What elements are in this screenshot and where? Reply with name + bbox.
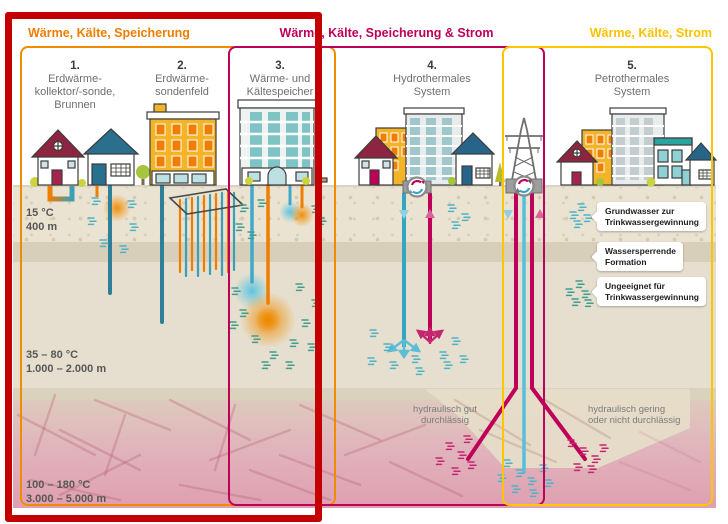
annotation-line: hydraulisch gering — [588, 404, 666, 415]
legend-line: Trinkwassergewinnung — [605, 291, 699, 302]
group-box-heat-cold-storage — [20, 46, 336, 506]
system-title-line: Wärme- und — [249, 73, 311, 85]
aquifer-wedge — [425, 389, 690, 468]
system-title-line: System — [613, 86, 651, 98]
system-number: 3. — [275, 60, 285, 72]
system-number: 2. — [177, 60, 187, 72]
system-title-line: Kältespeicher — [246, 86, 314, 98]
temperature-value: 100 – 180 °C — [26, 479, 91, 491]
heat-plume-shallow — [290, 203, 314, 227]
system-title-line: System — [413, 86, 451, 98]
system-title-2: 2. Erdwärme- sondenfeld — [132, 60, 232, 99]
ground-layer-aquitard — [13, 242, 716, 262]
fracture-lines — [16, 393, 702, 502]
system-title-5: 5. Petrothermales System — [572, 60, 692, 99]
system-title-line: sondenfeld — [155, 86, 209, 98]
annotation-impermeable: hydraulisch gering oder nicht durchlässi… — [588, 404, 698, 426]
system-title-line: Petrothermales — [594, 73, 670, 85]
depth-label-shallow: 15 °C 400 m — [26, 207, 57, 234]
header-yellow: Wärme, Kälte, Strom — [589, 26, 712, 40]
annotation-line: oder nicht durchlässig — [588, 415, 681, 426]
temperature-value: 35 – 80 °C — [26, 349, 79, 361]
depth-value: 3.000 – 5.000 m — [26, 492, 107, 505]
city-cluster-icon-5 — [555, 107, 718, 187]
system-number: 1. — [70, 60, 80, 72]
hydrothermal-pipes — [386, 193, 445, 360]
heat-plume-core — [255, 307, 281, 333]
house-icon-1 — [30, 129, 86, 187]
system-title-line: Hydrothermales — [393, 73, 471, 85]
system-title-3: 3. Wärme- und Kältespeicher — [230, 60, 330, 99]
temperature-value: 15 °C — [26, 207, 54, 219]
depth-label-deep: 100 – 180 °C 3.000 – 5.000 m — [26, 479, 106, 506]
group-box-heat-cold-power — [502, 46, 713, 506]
header-magenta: Wärme, Kälte, Speicherung & Strom — [279, 26, 494, 40]
heat-exchanger-pump-icon — [402, 176, 432, 198]
legend-unsuitable-water: Ungeeignet für Trinkwassergewinnung — [597, 277, 706, 306]
system-title-line: Erdwärme- — [48, 73, 102, 85]
system-title-line: Brunnen — [54, 99, 96, 111]
legend-groundwater: Grundwasser zur Trinkwassergewinnung — [597, 202, 706, 231]
legend-line: Wassersperrende — [605, 246, 677, 256]
system-title-4: 4. Hydrothermales System — [372, 60, 492, 99]
glass-building-icon — [237, 99, 328, 186]
legend-line: Trinkwassergewinnung — [605, 216, 699, 227]
annotation-line: hydraulisch gut — [413, 404, 477, 415]
system-title-1: 1. Erdwärme- kollektor/-sonde, Brunnen — [18, 60, 132, 112]
system-title-line: kollektor/-sonde, — [34, 86, 116, 98]
system-title-line: Erdwärme- — [155, 73, 209, 85]
city-cluster-icon-4 — [353, 107, 496, 186]
legend-line: Formation — [605, 256, 647, 267]
annotation-line: durchlässig — [420, 415, 470, 426]
petrothermal-pipes — [466, 193, 587, 473]
highlight-rectangle — [5, 12, 322, 522]
annotation-permeable: hydraulisch gut durchlässig — [385, 404, 505, 426]
storage-pipes — [250, 184, 304, 305]
header-orange: Wärme, Kälte, Speicherung — [28, 26, 190, 40]
apartment-building-icon — [146, 103, 220, 186]
depth-label-middle: 35 – 80 °C 1.000 – 2.000 m — [26, 349, 106, 376]
legend-line: Grundwasser zur — [605, 206, 675, 216]
depth-value: 400 m — [26, 220, 58, 233]
depth-value: 1.000 – 2.000 m — [26, 362, 107, 375]
system-number: 5. — [627, 60, 637, 72]
system-number: 4. — [427, 60, 437, 72]
legend-line: Ungeeignet für — [605, 281, 665, 291]
collector-pipe — [47, 186, 75, 202]
legend-impermeable-formation: Wassersperrende Formation — [597, 242, 684, 271]
house-icon-2 — [82, 128, 150, 186]
group-box-heat-cold-storage-power — [228, 46, 545, 506]
